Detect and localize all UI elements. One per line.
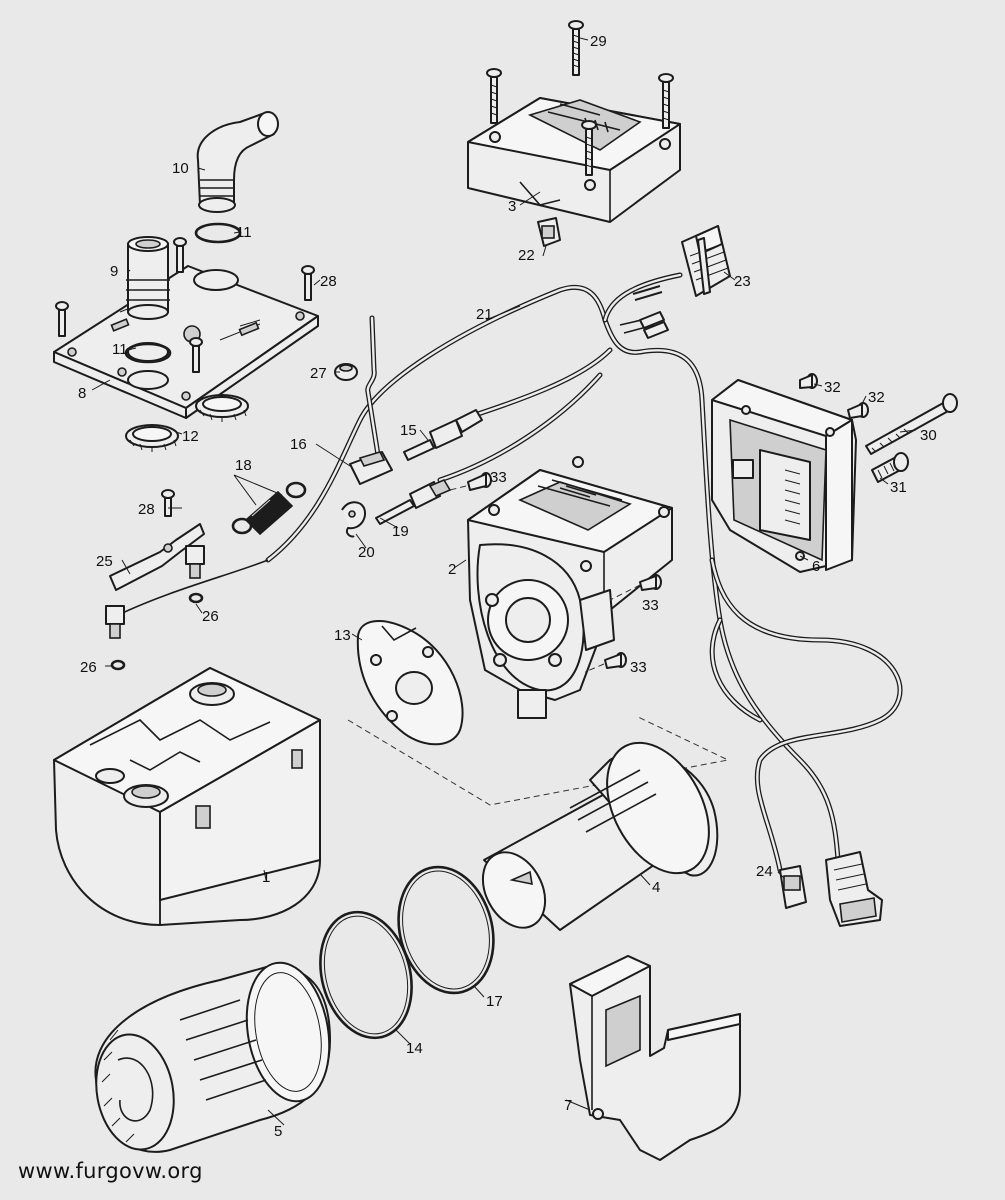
- part-19-glow-plug: [375, 478, 452, 525]
- label-20: 20: [358, 544, 375, 561]
- label-6: 6: [812, 558, 820, 575]
- screw-32-upper: [799, 373, 818, 389]
- part-20-clip: [341, 501, 366, 538]
- part-27-grommet: [334, 363, 358, 381]
- part-14-seal-ring: [319, 910, 413, 1040]
- label-7: 7: [564, 1097, 572, 1114]
- part-21-wiring-harness: [265, 272, 903, 873]
- label-28b: 28: [138, 501, 155, 518]
- part-13-gasket: [356, 620, 464, 746]
- label-5: 5: [274, 1123, 282, 1140]
- leader-lines: [91, 37, 917, 1126]
- label-11a: 11: [236, 224, 252, 241]
- label-26b: 26: [80, 659, 97, 676]
- screws-30-31-32: [799, 373, 958, 483]
- label-27: 27: [310, 365, 327, 382]
- screw-29-front: [581, 120, 597, 176]
- screw-33-bottom: [604, 652, 627, 669]
- screw-28-c: [55, 301, 69, 337]
- part-26-nipples: [105, 545, 205, 671]
- label-33c: 33: [630, 659, 647, 676]
- label-29: 29: [590, 33, 607, 50]
- screws-28: [55, 237, 315, 517]
- part-11-o-rings: [124, 222, 242, 364]
- label-28a: 28: [320, 273, 337, 290]
- label-9: 9: [110, 263, 118, 280]
- label-8: 8: [78, 385, 86, 402]
- label-22: 22: [518, 247, 535, 264]
- part-5-burner-insert: [94, 961, 331, 1153]
- part-18-pipe-set: [231, 481, 307, 536]
- label-3: 3: [508, 198, 516, 215]
- label-31: 31: [890, 479, 907, 496]
- label-23: 23: [734, 273, 751, 290]
- label-17: 17: [486, 993, 503, 1010]
- label-24: 24: [756, 863, 773, 880]
- screw-28-d: [189, 337, 203, 373]
- screw-31: [871, 452, 909, 483]
- part-10-elbow-pipe: [196, 111, 279, 213]
- label-33b: 33: [642, 597, 659, 614]
- screw-33-middle: [639, 574, 662, 591]
- part-3-control-cover: [467, 97, 681, 223]
- label-13: 13: [334, 627, 351, 644]
- watermark-text: www.furgovw.org: [18, 1159, 203, 1183]
- label-1: 1: [262, 869, 270, 886]
- label-33a: 33: [490, 469, 507, 486]
- screw-28-e: [161, 489, 175, 517]
- part-4-combustion-tube: [481, 741, 719, 931]
- label-2: 2: [448, 561, 456, 578]
- label-4: 4: [652, 879, 660, 896]
- screw-29-center: [568, 20, 584, 76]
- label-15: 15: [400, 422, 417, 439]
- screw-28-b: [301, 265, 315, 301]
- screw-28-a: [173, 237, 187, 273]
- part-9-coolant-neck: [126, 236, 170, 320]
- part-15-sensor: [403, 409, 483, 461]
- label-11b: 11: [112, 341, 128, 358]
- label-25: 25: [96, 553, 113, 570]
- label-10: 10: [172, 160, 189, 177]
- label-16: 16: [290, 436, 307, 453]
- label-32a: 32: [824, 379, 841, 396]
- screw-29-left: [486, 68, 502, 124]
- alignment-guide: [347, 715, 730, 806]
- label-32b: 32: [868, 389, 885, 406]
- screw-33-top: [467, 472, 492, 491]
- part-25-bracket: [109, 523, 269, 617]
- part-labels: 29 3 22 23 21 10 11 9 28 11 27 8 12 15 1…: [78, 33, 937, 1140]
- label-19: 19: [392, 523, 409, 540]
- part-16-fuel-pipe: [349, 315, 393, 485]
- part-22-plug: [537, 217, 561, 247]
- part-8-base-plate: [53, 265, 319, 419]
- part-7-cover-shell: [569, 955, 741, 1161]
- screw-29-set: [486, 20, 674, 176]
- part-12-clamps: [125, 394, 249, 452]
- part-1-heat-exchanger: [53, 667, 321, 926]
- part-6-control-box: [711, 379, 857, 573]
- screw-32-lower: [847, 402, 869, 419]
- label-14: 14: [406, 1040, 423, 1057]
- screw-30-long-bolt: [865, 393, 958, 455]
- label-30: 30: [920, 427, 937, 444]
- label-21: 21: [476, 306, 493, 323]
- label-12: 12: [182, 428, 199, 445]
- part-17-seal-ring: [397, 865, 495, 995]
- screw-29-right: [658, 73, 674, 129]
- part-23-connector: [681, 225, 731, 297]
- screws-33: [449, 472, 662, 673]
- part-24-plugs: [779, 851, 883, 927]
- label-26a: 26: [202, 608, 219, 625]
- part-2-combustion-blower: [467, 456, 673, 719]
- label-18: 18: [235, 457, 252, 474]
